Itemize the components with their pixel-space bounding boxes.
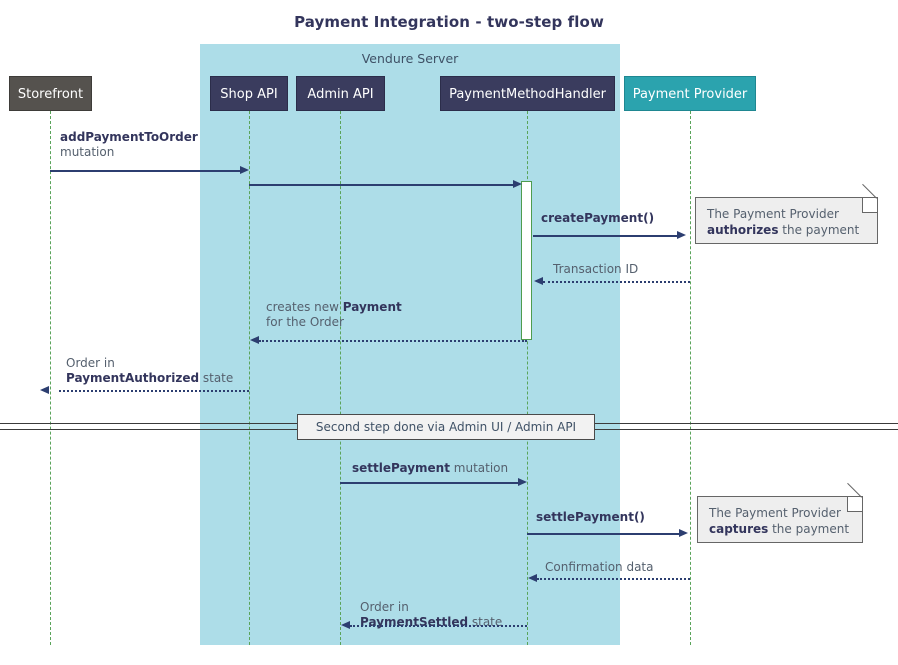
message-label-creates-new-payment: creates new Payment for the Order xyxy=(266,300,402,330)
message-arrowhead-order-payment-settled xyxy=(341,621,350,629)
message-label-settle-payment-mutation: settlePayment mutation xyxy=(352,461,508,476)
message-arrowhead-settle-payment-call xyxy=(679,529,688,537)
note-fold-corner-icon xyxy=(847,497,862,512)
note-line-1: The Payment Provider xyxy=(707,207,839,221)
message-line-transaction-id xyxy=(543,281,690,283)
message-line-create-payment xyxy=(533,235,677,237)
message-line-settle-payment-mutation xyxy=(340,482,518,484)
note-line-2-post: the payment xyxy=(768,522,850,536)
lifeline-storefront xyxy=(50,111,51,645)
message-label-plain: for the Order xyxy=(266,315,344,329)
message-arrowhead-settle-payment-mutation xyxy=(518,478,527,486)
note-line-2-bold: authorizes xyxy=(707,223,779,237)
participant-storefront[interactable]: Storefront xyxy=(9,76,92,111)
message-label-post: mutation xyxy=(449,461,509,475)
message-label-post: state xyxy=(199,371,234,385)
message-line-order-payment-settled xyxy=(350,625,527,627)
note-fold-line-icon xyxy=(862,183,877,199)
message-label-transaction-id: Transaction ID xyxy=(553,262,639,276)
note-line-2-bold: captures xyxy=(709,522,769,536)
message-label-confirmation-data: Confirmation data xyxy=(545,560,654,574)
message-arrowhead-create-payment xyxy=(677,231,686,239)
message-label-add-payment-to-order: addPaymentToOrder mutation xyxy=(60,130,198,160)
note-payment-provider-captures: The Payment Provider captures the paymen… xyxy=(697,482,863,543)
lifeline-payment-method-handler xyxy=(527,111,528,645)
message-label-bold: settlePayment() xyxy=(536,510,645,524)
message-arrowhead-confirmation-data xyxy=(528,574,537,582)
message-line-order-payment-authorized xyxy=(59,390,249,392)
message-label-bold: createPayment() xyxy=(541,211,655,225)
note-line-1: The Payment Provider xyxy=(709,506,841,520)
note-fold-line-icon xyxy=(847,482,862,498)
message-label-bold: addPaymentToOrder xyxy=(60,130,198,144)
participant-admin-api[interactable]: Admin API xyxy=(296,76,385,111)
participant-shop-api[interactable]: Shop API xyxy=(210,76,288,111)
group-label-vendure-server: Vendure Server xyxy=(361,51,459,66)
message-arrowhead-shop-api-to-handler xyxy=(513,180,522,188)
group-box-vendure-server xyxy=(200,44,620,645)
message-label-order-payment-authorized: Order in PaymentAuthorized state xyxy=(66,356,233,386)
message-label-pre: creates new xyxy=(266,300,343,314)
lifeline-payment-provider xyxy=(690,111,691,645)
message-line-confirmation-data xyxy=(537,578,690,580)
participant-payment-method-handler[interactable]: PaymentMethodHandler xyxy=(440,76,615,111)
message-arrowhead-transaction-id xyxy=(534,277,543,285)
divider-label-second-step: Second step done via Admin UI / Admin AP… xyxy=(297,414,595,440)
message-label-line1: Order in xyxy=(360,600,409,614)
message-label-plain: mutation xyxy=(60,145,115,159)
message-line-add-payment-to-order xyxy=(50,170,240,172)
message-line-settle-payment-call xyxy=(527,533,679,535)
activation-bar-payment-method-handler xyxy=(521,181,532,340)
message-label-create-payment: createPayment() xyxy=(541,211,654,226)
lifeline-shop-api xyxy=(249,111,250,645)
diagram-title: Payment Integration - two-step flow xyxy=(294,13,604,31)
message-label-bold: PaymentAuthorized xyxy=(66,371,200,385)
lifeline-admin-api xyxy=(340,111,341,645)
message-arrowhead-order-payment-authorized xyxy=(40,386,49,394)
participant-payment-provider[interactable]: Payment Provider xyxy=(624,76,756,111)
note-payment-provider-authorizes: The Payment Provider authorizes the paym… xyxy=(695,183,878,244)
message-arrowhead-add-payment-to-order xyxy=(240,166,249,174)
note-fold-corner-icon xyxy=(862,198,877,213)
message-line-creates-new-payment xyxy=(259,340,527,342)
note-line-2-post: the payment xyxy=(778,223,860,237)
message-label-bold: settlePayment xyxy=(352,461,450,475)
message-label-line1: Order in xyxy=(66,356,115,370)
message-label-bold: Payment xyxy=(342,300,402,314)
message-line-shop-api-to-handler xyxy=(249,184,513,186)
message-arrowhead-creates-new-payment xyxy=(250,336,259,344)
message-label-settle-payment-call: settlePayment() xyxy=(536,510,645,525)
